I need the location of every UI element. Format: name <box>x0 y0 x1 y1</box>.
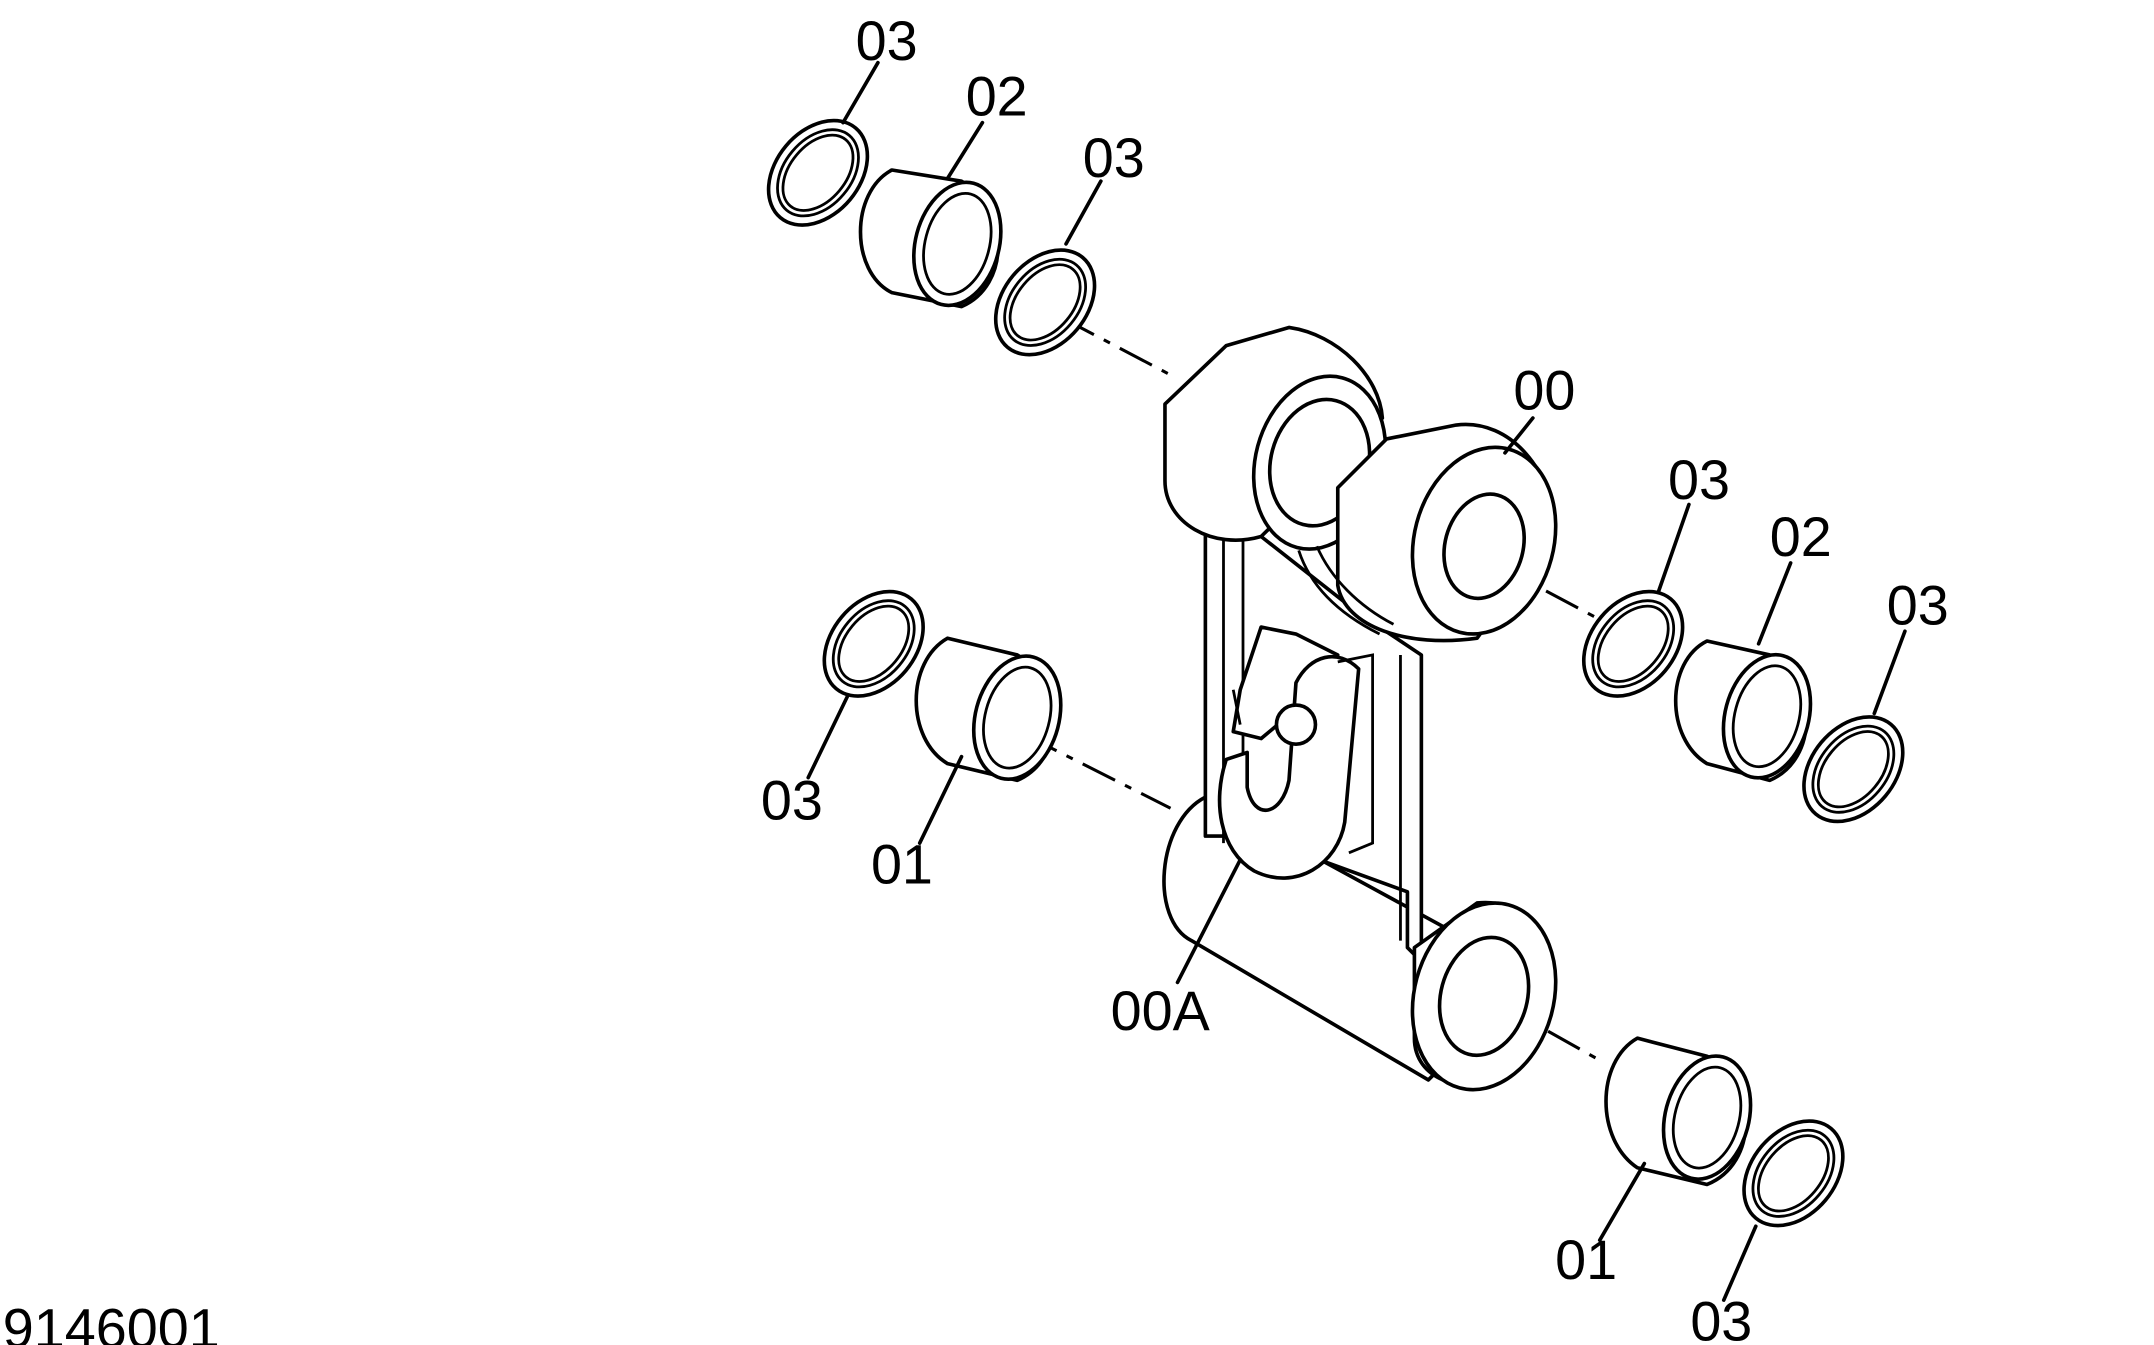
callout-02-right: 02 <box>1770 506 1832 568</box>
callout-03-top-a: 03 <box>856 10 918 72</box>
callout-03-left: 03 <box>761 769 823 831</box>
leader-lines <box>806 60 1907 1302</box>
callout-00: 00 <box>1513 360 1575 422</box>
callout-01-left: 01 <box>871 833 933 895</box>
callout-03-right-a: 03 <box>1668 449 1730 511</box>
bushing-02-top <box>858 168 1003 309</box>
bushing-02-right <box>1673 639 1813 783</box>
callout-03-top-b: 03 <box>1083 127 1145 189</box>
hook-00A <box>1217 625 1374 880</box>
seal-ring-03-left <box>822 589 925 698</box>
bushing-01-bottom <box>1604 1036 1753 1187</box>
callout-02-top: 02 <box>966 66 1028 128</box>
seal-ring-03-right-a <box>1581 589 1685 698</box>
callout-03-right-b: 03 <box>1887 574 1949 636</box>
seal-ring-03-bottom <box>1742 1119 1845 1228</box>
seal-ring-03-top-b <box>993 248 1097 357</box>
seal-ring-03-top-a <box>766 118 870 227</box>
callout-00A: 00A <box>1111 980 1211 1042</box>
drawing-id: 9146001 <box>3 1298 220 1345</box>
callout-01-bottom: 01 <box>1555 1229 1617 1291</box>
bushing-01-left <box>914 636 1063 783</box>
seal-ring-03-right-b <box>1802 715 1905 824</box>
callout-03-bottom: 03 <box>1690 1291 1752 1345</box>
